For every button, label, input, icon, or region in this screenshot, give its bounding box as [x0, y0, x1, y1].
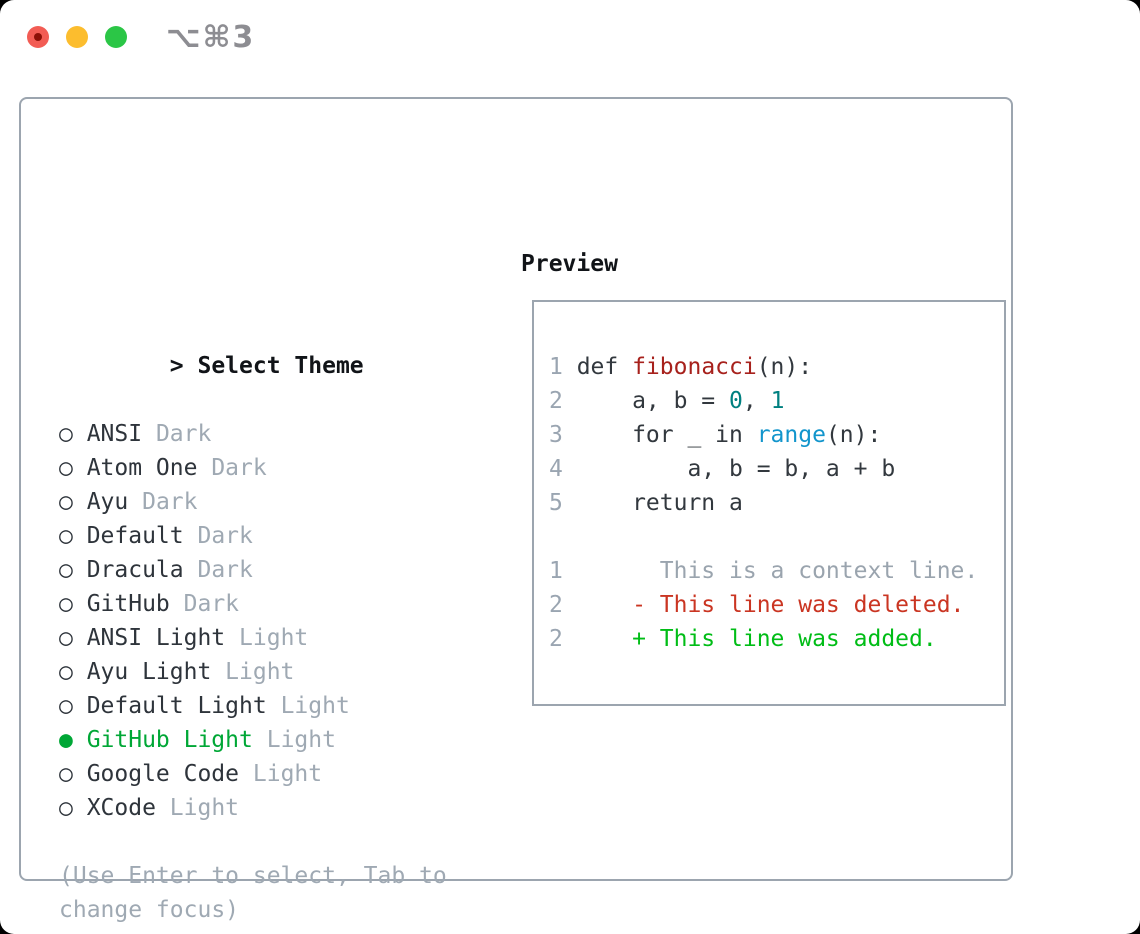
line-number: 1 — [549, 354, 563, 380]
theme-option[interactable]: ○ XCode Light — [59, 791, 364, 825]
theme-variant: Dark — [197, 523, 253, 549]
radio-unselected-icon: ○ — [59, 489, 73, 515]
theme-variant: Light — [280, 693, 350, 719]
radio-selected-icon: ● — [59, 727, 73, 753]
line-number: 1 — [549, 558, 563, 584]
select-theme-header: > Select Theme — [59, 315, 364, 379]
theme-name: XCode — [86, 795, 156, 821]
theme-option[interactable]: ○ GitHub Dark — [59, 587, 364, 621]
line-number: 2 — [549, 626, 563, 652]
theme-option[interactable]: ● GitHub Light Light — [59, 723, 364, 757]
theme-variant: Dark — [142, 489, 198, 515]
code-token-plain: (n): — [756, 354, 813, 380]
diff-line: 2 - This line was deleted. — [549, 588, 1004, 622]
theme-variant: Light — [266, 727, 336, 753]
code-token-plain: return a — [576, 490, 743, 516]
radio-unselected-icon: ○ — [59, 557, 73, 583]
radio-unselected-icon: ○ — [59, 761, 73, 787]
theme-name: Ayu — [86, 489, 129, 515]
theme-name: GitHub Light — [86, 727, 253, 753]
theme-menu: > Select Theme ○ ANSI Dark ○ Atom One Dark ○ A… — [59, 247, 364, 934]
code-token-plain: for _ in — [576, 422, 757, 448]
code-token-function: fibonacci — [632, 354, 757, 380]
code-line: 3 for _ in range(n): — [549, 418, 1004, 452]
theme-name: Ayu Light — [86, 659, 212, 685]
theme-name: Google Code — [86, 761, 240, 787]
recording-dot-icon — [34, 33, 42, 41]
line-number: 2 — [549, 592, 563, 618]
theme-option[interactable]: ○ Ayu Dark — [59, 485, 364, 519]
theme-option[interactable]: ○ Default Light Light — [59, 689, 364, 723]
code-token-plain: def — [576, 354, 633, 380]
radio-unselected-icon: ○ — [59, 693, 73, 719]
close-button[interactable] — [27, 26, 49, 48]
code-line: 5 return a — [549, 486, 1004, 520]
theme-option[interactable]: ○ ANSI Dark — [59, 417, 364, 451]
theme-list: ○ ANSI Dark ○ Atom One Dark ○ Ayu Dark ○ Defaul… — [59, 417, 364, 825]
theme-name: Dracula — [86, 557, 184, 583]
preview-title: Preview — [521, 251, 618, 277]
theme-option[interactable]: ○ Google Code Light — [59, 757, 364, 791]
radio-unselected-icon: ○ — [59, 523, 73, 549]
theme-name: Atom One — [86, 455, 198, 481]
window-title: ⌥⌘3 — [166, 20, 256, 55]
theme-option[interactable]: ○ ANSI Light Light — [59, 621, 364, 655]
keyboard-hint: (Use Enter to select, Tab to change focu… — [59, 863, 447, 923]
code-line: 1 def fibonacci(n): — [549, 350, 1004, 384]
code-line: 4 a, b = b, a + b — [549, 452, 1004, 486]
theme-name: ANSI Light — [86, 625, 226, 651]
theme-option[interactable]: ○ Dracula Dark — [59, 553, 364, 587]
diff-line: 1 This is a context line. — [549, 554, 1004, 588]
code-token-context: This is a context line. — [576, 558, 979, 584]
theme-option[interactable]: ○ Ayu Light Light — [59, 655, 364, 689]
theme-name: Default — [86, 523, 184, 549]
theme-variant: Light — [169, 795, 240, 821]
theme-name: GitHub — [86, 591, 170, 617]
theme-option[interactable]: ○ Default Dark — [59, 519, 364, 553]
code-token-number: 0 — [729, 388, 743, 414]
line-number: 2 — [549, 388, 563, 414]
radio-unselected-icon: ○ — [59, 455, 73, 481]
theme-variant: Light — [239, 625, 309, 651]
theme-variant: Light — [252, 761, 323, 787]
theme-picker-panel: > Select Theme ○ ANSI Dark ○ Atom One Dark ○ A… — [19, 97, 1013, 923]
minimize-button[interactable] — [66, 26, 88, 48]
code-token-deleted: - This line was deleted. — [576, 592, 965, 618]
code-token-plain: (n): — [825, 422, 882, 448]
code-token-plain: a, b = — [576, 388, 730, 414]
code-token-plain: a, b = b, a + b — [576, 456, 896, 482]
code-token-number: 1 — [770, 388, 785, 414]
theme-variant: Dark — [211, 455, 267, 481]
radio-unselected-icon: ○ — [59, 591, 73, 617]
theme-option[interactable]: ○ Atom One Dark — [59, 451, 364, 485]
code-token-added: + This line was added. — [576, 626, 937, 652]
theme-name: Default Light — [86, 693, 267, 719]
code-token-plain: , — [742, 388, 771, 414]
select-theme-title: Select Theme — [197, 353, 364, 379]
line-number: 4 — [549, 456, 563, 482]
radio-unselected-icon: ○ — [59, 795, 73, 821]
line-number: 5 — [549, 490, 563, 516]
theme-name: ANSI — [86, 421, 143, 447]
radio-unselected-icon: ○ — [59, 625, 73, 651]
maximize-button[interactable] — [105, 26, 127, 48]
theme-variant: Dark — [183, 591, 240, 617]
theme-variant: Dark — [197, 557, 253, 583]
line-number: 3 — [549, 422, 563, 448]
theme-variant: Light — [225, 659, 295, 685]
spacer — [549, 520, 1004, 554]
radio-unselected-icon: ○ — [59, 421, 73, 447]
theme-variant: Dark — [155, 421, 212, 447]
radio-unselected-icon: ○ — [59, 659, 73, 685]
selection-caret-icon: > — [169, 353, 184, 379]
code-token-builtin: range — [756, 422, 826, 448]
code-line: 2 a, b = 0, 1 — [549, 384, 1004, 418]
diff-line: 2 + This line was added. — [549, 622, 1004, 656]
